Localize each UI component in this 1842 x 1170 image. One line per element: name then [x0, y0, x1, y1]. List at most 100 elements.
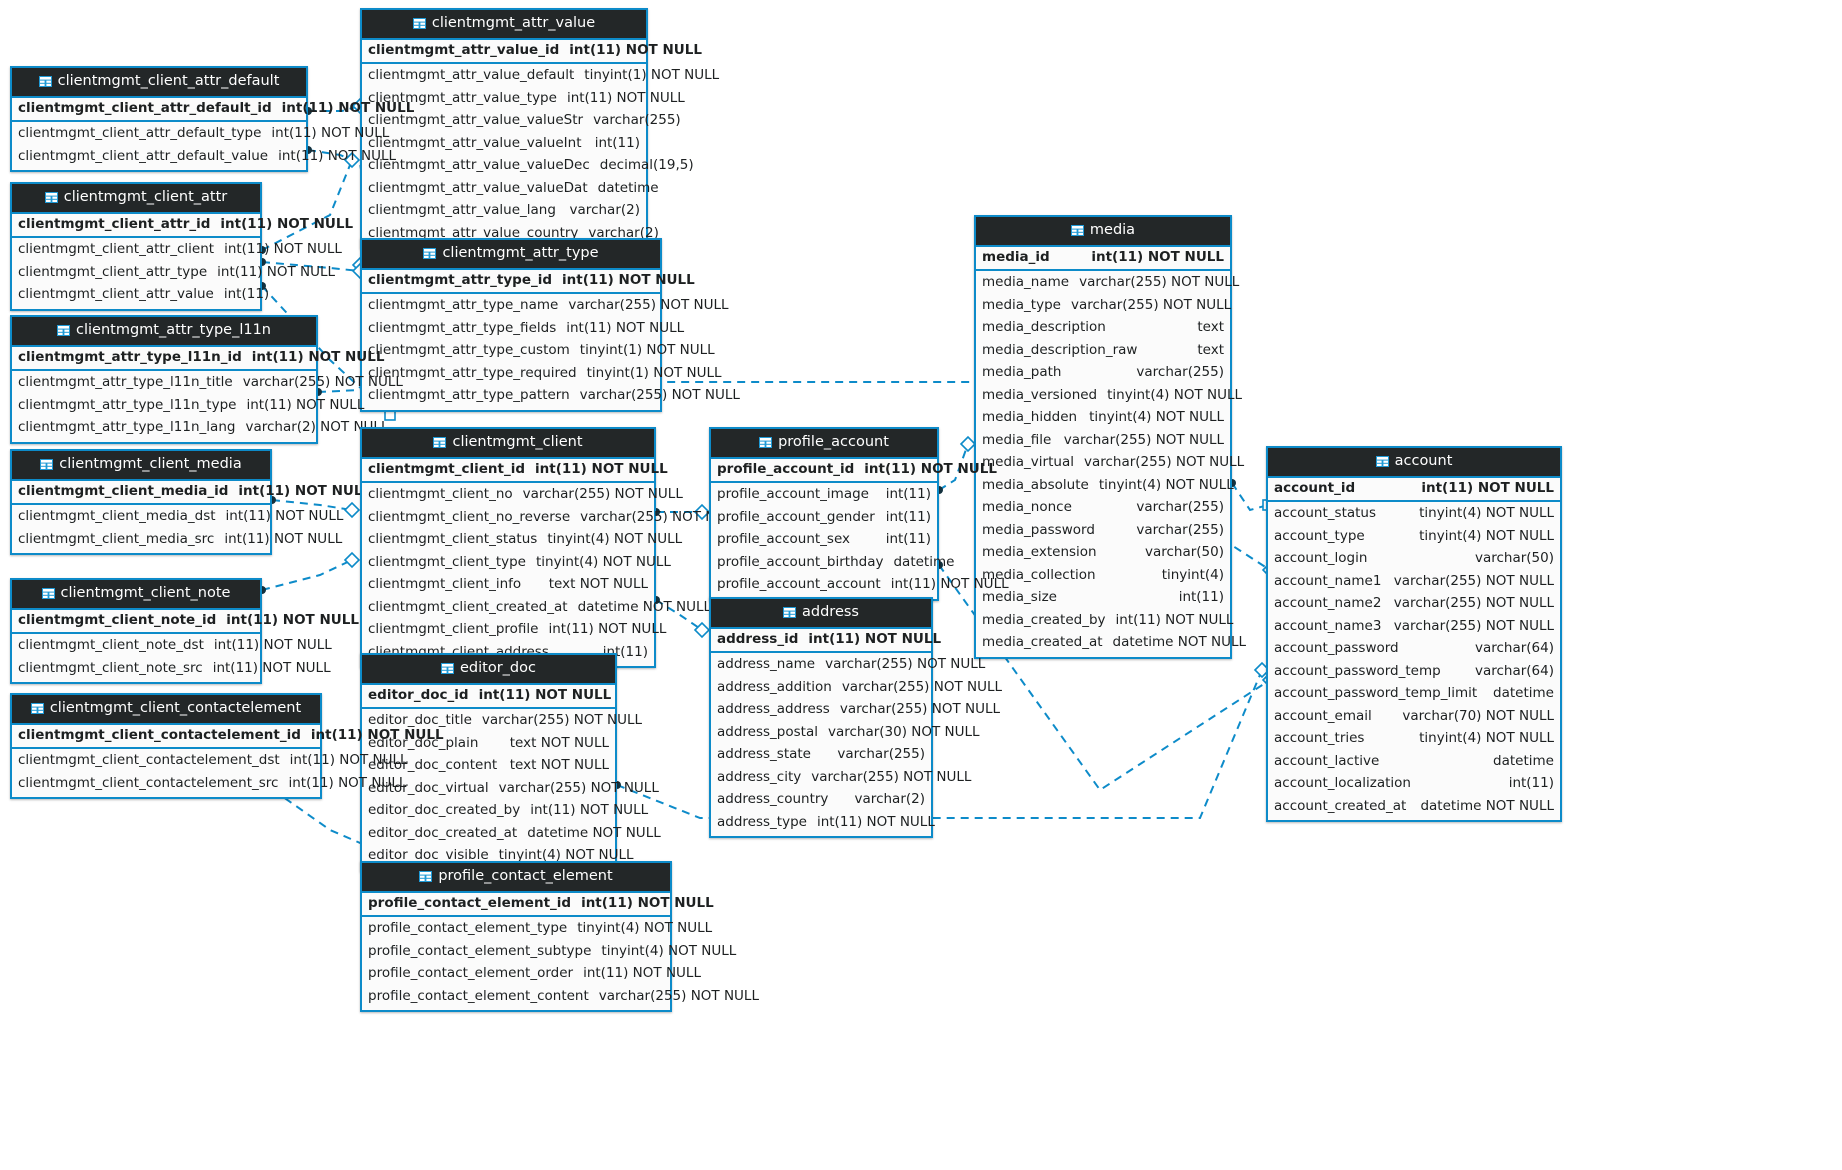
entity-header-address[interactable]: address: [711, 599, 931, 629]
entity-header-profile_account[interactable]: profile_account: [711, 429, 937, 459]
entity-clientmgmt_client_media[interactable]: clientmgmt_client_media clientmgmt_client…: [10, 449, 371, 555]
entity-header-clientmgmt_client_attr[interactable]: clientmgmt_client_attr: [12, 184, 260, 214]
entity-header-clientmgmt_client[interactable]: clientmgmt_client: [362, 429, 654, 459]
entity-header-clientmgmt_client_media[interactable]: clientmgmt_client_media: [12, 451, 270, 481]
entity-header-media[interactable]: media: [976, 217, 1230, 247]
entity-header-clientmgmt_attr_type_l11n[interactable]: clientmgmt_attr_type_l11n: [12, 317, 316, 347]
entity-header-clientmgmt_client_contactelement[interactable]: clientmgmt_client_contactelement: [12, 695, 320, 725]
entity-header-account[interactable]: account: [1268, 448, 1560, 478]
entity-header-clientmgmt_attr_value[interactable]: clientmgmt_attr_value: [362, 10, 646, 40]
relationship-rel-client-note[interactable]: [258, 551, 361, 594]
entity-header-clientmgmt_attr_type[interactable]: clientmgmt_attr_type: [362, 240, 660, 270]
entity-header-editor_doc[interactable]: editor_doc: [362, 655, 615, 685]
entity-header-clientmgmt_client_note[interactable]: clientmgmt_client_note: [12, 580, 260, 610]
